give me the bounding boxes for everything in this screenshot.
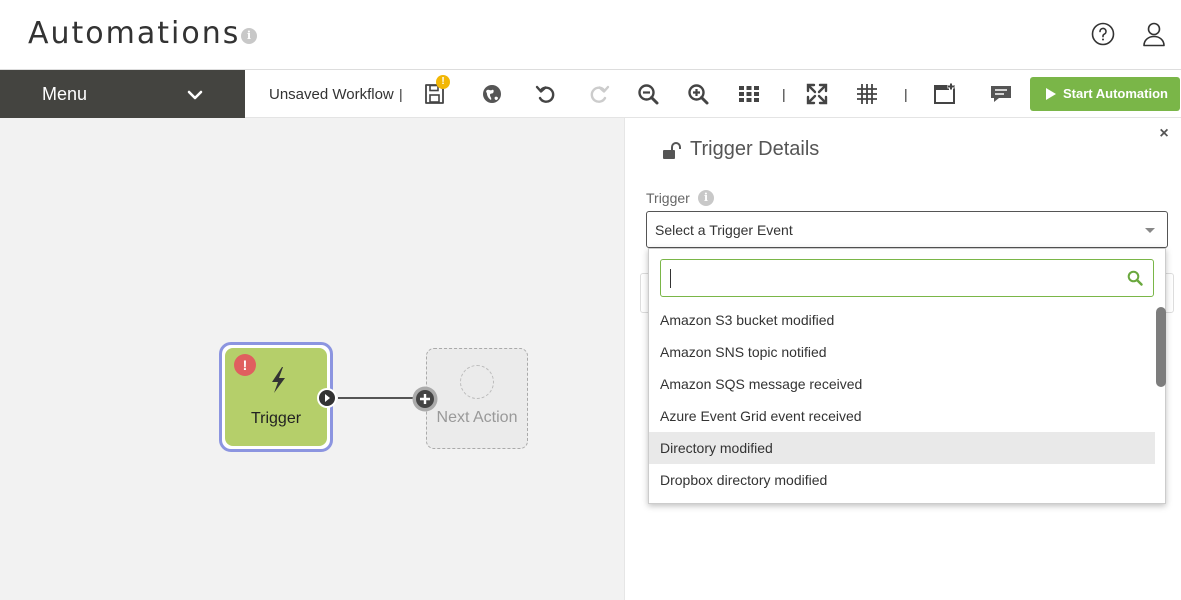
option-item[interactable]: Amazon S3 bucket modified	[649, 304, 1155, 336]
menu-button[interactable]: Menu	[0, 70, 245, 118]
workflow-toolbar: Menu Unsaved Workflow | |	[0, 70, 1181, 118]
grid-view-button[interactable]	[736, 81, 762, 107]
fit-screen-icon	[806, 83, 828, 105]
page-title: Automations	[28, 16, 241, 51]
option-item[interactable]: Azure Event Grid event received	[649, 400, 1155, 432]
info-icon[interactable]: i	[698, 190, 714, 206]
help-button[interactable]	[1091, 22, 1115, 46]
undo-icon	[535, 85, 555, 103]
toolbar-divider: |	[399, 86, 403, 102]
comment-icon	[991, 86, 1011, 102]
option-item-highlighted[interactable]: Directory modified	[649, 432, 1155, 464]
zoom-in-icon	[688, 84, 709, 105]
zoom-out-icon	[638, 84, 659, 105]
trigger-node-label: Trigger	[250, 410, 302, 427]
option-label: Azure Event Grid event received	[660, 408, 862, 424]
chevron-down-icon	[187, 90, 203, 100]
zoom-out-button[interactable]	[635, 81, 661, 107]
question-circle-icon	[1091, 22, 1115, 46]
search-icon	[1127, 270, 1143, 286]
next-action-node[interactable]: Next Action	[426, 348, 528, 449]
redo-button[interactable]	[586, 81, 612, 107]
output-port-icon[interactable]	[316, 387, 338, 409]
start-automation-label: Start Automation	[1063, 86, 1168, 101]
trigger-node[interactable]: ! Trigger	[219, 342, 333, 452]
option-label: Directory modified	[660, 440, 773, 456]
trigger-event-select[interactable]: Select a Trigger Event	[646, 211, 1168, 248]
option-label: Amazon SQS message received	[660, 376, 863, 392]
unsaved-warning-badge: !	[436, 75, 450, 89]
node-connector	[338, 397, 416, 399]
panel-title: Trigger Details	[690, 138, 820, 160]
error-icon: !	[234, 354, 256, 376]
next-action-label: Next Action	[436, 409, 518, 426]
undo-button[interactable]	[533, 81, 559, 107]
start-automation-button[interactable]: Start Automation	[1030, 77, 1180, 111]
auto-layout-button[interactable]	[854, 81, 880, 107]
publish-button[interactable]	[479, 81, 505, 107]
zoom-in-button[interactable]	[685, 81, 711, 107]
grid-icon	[739, 86, 759, 102]
menu-label: Menu	[42, 84, 88, 104]
trigger-node-body: ! Trigger	[225, 348, 327, 446]
toolbar-divider: |	[904, 86, 908, 102]
user-icon	[1143, 22, 1165, 47]
scrollbar-thumb[interactable]	[1156, 307, 1166, 387]
option-item[interactable]: Amazon SQS message received	[649, 368, 1155, 400]
layout-icon	[857, 84, 877, 104]
option-label: Dropbox directory modified	[660, 472, 828, 488]
trigger-field-label: Trigger	[646, 190, 690, 206]
new-window-button[interactable]	[932, 81, 958, 107]
user-profile-button[interactable]	[1142, 21, 1166, 47]
new-window-icon	[934, 83, 955, 104]
play-icon	[1046, 88, 1056, 100]
globe-icon	[483, 85, 501, 103]
comment-button[interactable]	[988, 81, 1014, 107]
option-item[interactable]: Amazon SNS topic notified	[649, 336, 1155, 368]
close-icon[interactable]: ×	[1159, 125, 1169, 142]
workflow-name[interactable]: Unsaved Workflow	[269, 86, 394, 103]
add-step-icon[interactable]	[412, 386, 438, 412]
option-label: Amazon S3 bucket modified	[660, 312, 835, 328]
text-cursor	[670, 269, 671, 288]
fit-screen-button[interactable]	[804, 81, 830, 107]
caret-down-icon	[1145, 228, 1155, 233]
info-icon[interactable]: i	[241, 28, 257, 44]
placeholder-circle-icon	[460, 365, 494, 399]
toolbar-divider: |	[782, 86, 786, 102]
redo-icon	[590, 85, 610, 103]
trigger-event-dropdown: Amazon S3 bucket modified Amazon SNS top…	[648, 248, 1166, 504]
trigger-select-value: Select a Trigger Event	[655, 222, 793, 238]
app-header: Automations i	[0, 0, 1181, 70]
unlock-icon[interactable]	[662, 142, 684, 160]
option-item[interactable]: Dropbox directory modified	[649, 464, 1155, 496]
dropdown-search[interactable]	[660, 259, 1154, 297]
search-input[interactable]	[675, 268, 1115, 288]
option-label: Amazon SNS topic notified	[660, 344, 827, 360]
lightning-icon	[272, 367, 285, 393]
